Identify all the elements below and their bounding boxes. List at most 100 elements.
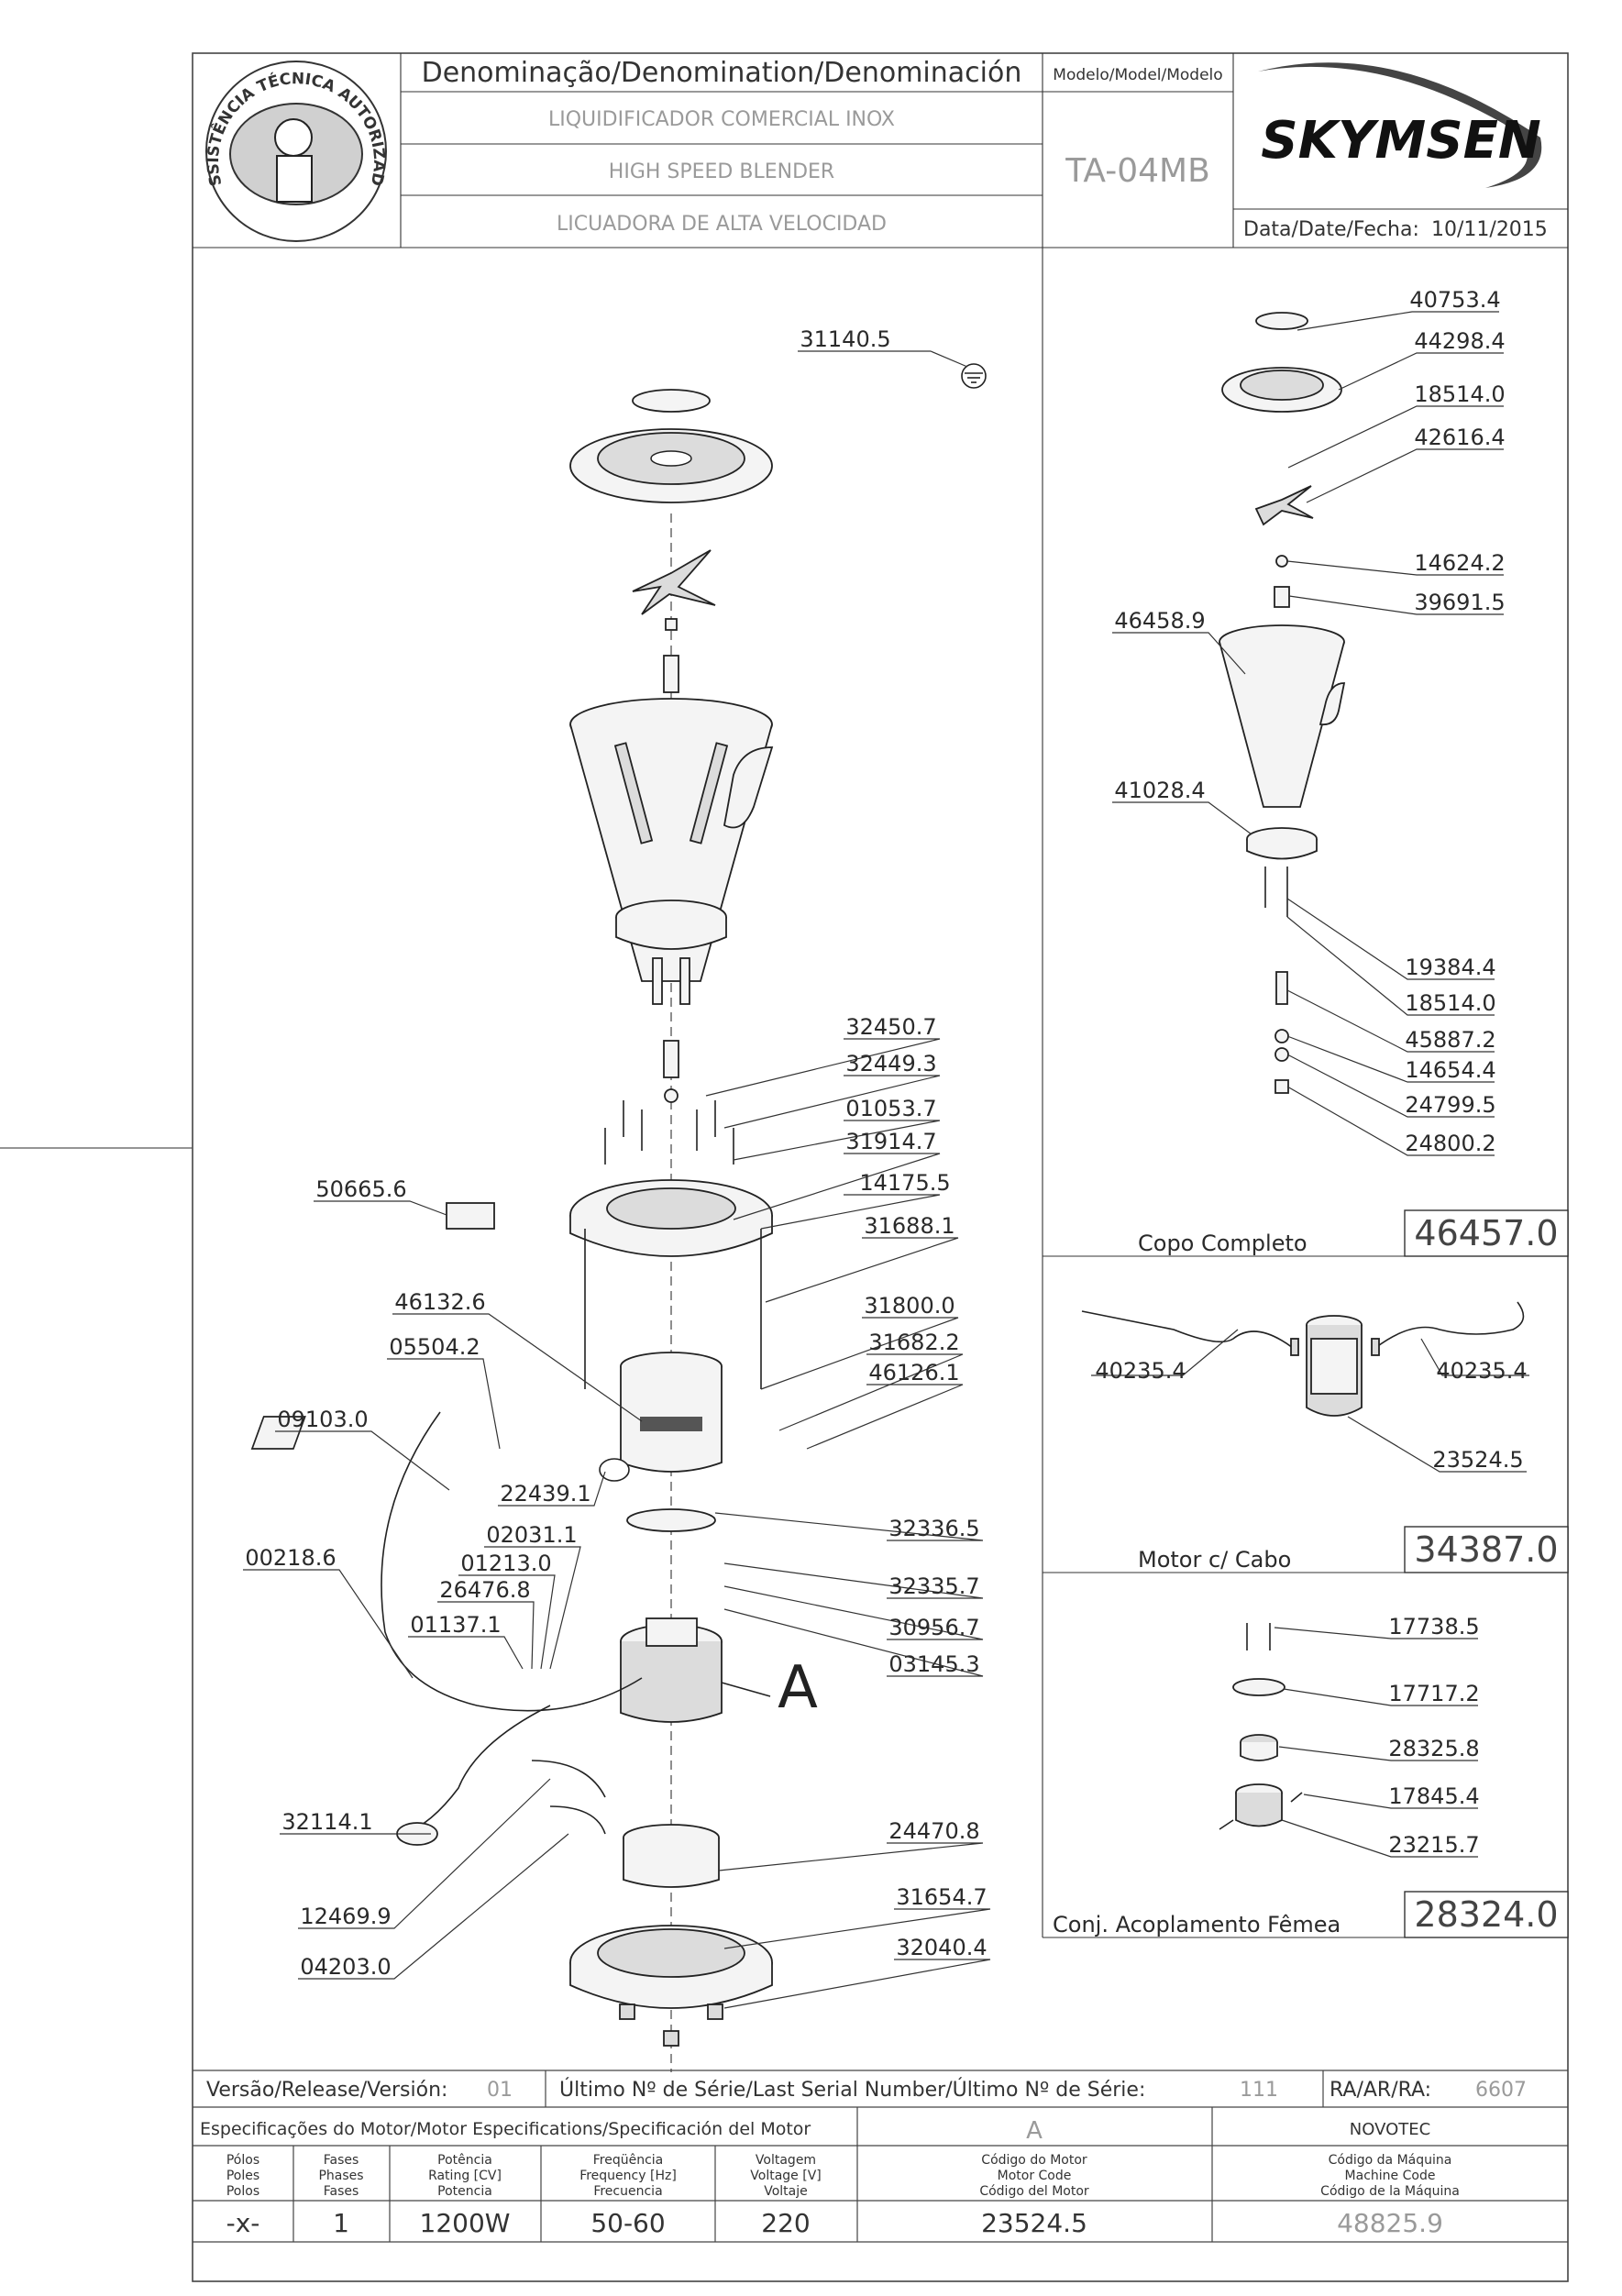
col-header: Voltage [V]: [750, 2169, 821, 2183]
brand-name: SKYMSEN: [1261, 111, 1540, 171]
detail-a-label: A: [778, 1654, 818, 1722]
part-code: 17845.4: [1388, 1783, 1479, 1809]
main-exploded-view: A: [250, 363, 987, 2072]
ra-label: RA/AR/RA:: [1330, 2079, 1431, 2102]
part-code: 32450.7: [845, 1014, 936, 1040]
spec-column-headers: Pólos Poles Polos Fases Phases Fases Pot…: [226, 2153, 1460, 2199]
sheet-border: [192, 52, 1569, 2282]
right-panels: [1042, 248, 1569, 1938]
screws-part: [604, 1100, 734, 1165]
top-plate-part: [569, 1179, 773, 1257]
part-code: 31914.7: [845, 1129, 936, 1154]
product-name-es: LICUADORA DE ALTA VELOCIDAD: [557, 213, 887, 236]
part-code: 02031.1: [486, 1522, 577, 1548]
part-code: 24800.2: [1405, 1131, 1495, 1156]
col-header: Código de la Máquina: [1320, 2184, 1460, 2199]
part-code: 50665.6: [315, 1176, 406, 1202]
col-header: Machine Code: [1345, 2169, 1436, 2183]
part-code: 26476.8: [439, 1577, 530, 1603]
maker-name: NOVOTEC: [1350, 2120, 1430, 2139]
part-code: 24470.8: [888, 1818, 979, 1844]
part-code: 44298.4: [1414, 328, 1505, 354]
technician-body-icon: [276, 155, 313, 203]
part-code: 40753.4: [1409, 287, 1500, 313]
part-code: 32449.3: [845, 1051, 936, 1076]
col-header: Frequency [Hz]: [579, 2169, 677, 2183]
col-header: Código del Motor: [979, 2184, 1089, 2199]
version-value: 01: [487, 2079, 513, 2102]
footer-table-grid: [193, 2070, 1568, 2243]
part-code: 19384.4: [1405, 955, 1495, 980]
part-code: 17717.2: [1388, 1681, 1479, 1706]
col-header: Fases: [324, 2184, 359, 2199]
denomination-label: Denominação/Denomination/Denominación: [422, 57, 1022, 89]
col-header: Polos: [226, 2184, 259, 2199]
part-code: 46126.1: [868, 1360, 959, 1385]
clamp-part: [531, 1760, 606, 1798]
acoplamento-code: 28324.0: [1414, 1894, 1558, 1935]
copo-title: Copo Completo: [1138, 1231, 1308, 1256]
spec-motor-code-value: 23524.5: [981, 2208, 1087, 2238]
authorized-service-seal: ASSISTÊNCIA TÉCNICA AUTORIZADA: [0, 0, 388, 242]
copo-leader-lines: [1112, 311, 1504, 1156]
copo-exploded-view: [1219, 312, 1346, 1094]
spec-voltage-value: 220: [761, 2208, 810, 2238]
serial-value: 111: [1240, 2079, 1278, 2102]
part-code: 46458.9: [1114, 608, 1205, 634]
part-code: 05504.2: [389, 1334, 480, 1360]
col-header: Poles: [226, 2169, 259, 2183]
part-code: 18514.0: [1414, 381, 1505, 407]
spec-frequency-value: 50-60: [590, 2208, 665, 2238]
col-header: Potencia: [437, 2184, 492, 2199]
spec-values: -x- 1 1200W 50-60 220 23524.5 48825.9: [226, 2208, 1443, 2238]
motor-assembly-view: [1081, 1301, 1525, 1417]
part-code: 32040.4: [896, 1935, 987, 1960]
part-code: 46132.6: [394, 1289, 485, 1315]
label-tag-part: [446, 1202, 495, 1230]
part-code: 40235.4: [1095, 1358, 1186, 1384]
coupling-stack-part: [652, 957, 690, 1103]
col-header: Freqüência: [593, 2153, 664, 2168]
ground-symbol-icon: [961, 363, 987, 389]
part-code: 01053.7: [845, 1096, 936, 1121]
spec-phases-value: 1: [333, 2208, 349, 2238]
part-code: 32336.5: [888, 1516, 979, 1541]
part-code: 32114.1: [281, 1809, 372, 1835]
model-value: TA-04MB: [1065, 152, 1210, 190]
model-label: Modelo/Model/Modelo: [1053, 66, 1222, 84]
part-code: 22439.1: [500, 1481, 590, 1507]
fan-ring-part: [623, 1824, 720, 1888]
part-code: 31682.2: [868, 1330, 959, 1355]
motor-leader-lines: [1091, 1329, 1529, 1473]
motor-plate-part: [626, 1508, 716, 1532]
col-header: Potência: [437, 2153, 492, 2168]
col-header: Código do Motor: [981, 2153, 1087, 2168]
detail-a-leader: [721, 1682, 771, 1697]
part-code: 00218.6: [245, 1545, 336, 1571]
part-code: 17738.5: [1388, 1614, 1479, 1639]
spec-rating-value: 1200W: [420, 2208, 511, 2238]
motor-part-labels: 40235.4 40235.4 23524.5: [1095, 1358, 1527, 1473]
col-header: Motor Code: [998, 2169, 1072, 2183]
version-label: Versão/Release/Versión:: [206, 2079, 447, 2102]
part-code: 09103.0: [277, 1407, 368, 1432]
part-code: 14624.2: [1414, 550, 1505, 576]
col-header: Rating [CV]: [428, 2169, 502, 2183]
part-code: 01213.0: [460, 1551, 551, 1576]
part-code: 41028.4: [1114, 778, 1205, 803]
col-header: Voltagem: [756, 2153, 816, 2168]
part-code: 12469.9: [300, 1904, 391, 1929]
main-leader-lines: [243, 350, 991, 2009]
acoplamento-title: Conj. Acoplamento Fêmea: [1053, 1912, 1341, 1937]
coupling-assembly-view: [1219, 1623, 1303, 1830]
part-code: 14654.4: [1405, 1057, 1495, 1083]
product-name-pt: LIQUIDIFICADOR COMERCIAL INOX: [548, 108, 895, 131]
blade-part: [632, 549, 716, 693]
airus-badge: [640, 1417, 702, 1431]
lid-part: [569, 389, 773, 503]
motor-title: Motor c/ Cabo: [1138, 1547, 1291, 1573]
part-code: 30956.7: [888, 1615, 979, 1640]
col-header: Frecuencia: [593, 2184, 662, 2199]
product-name-en: HIGH SPEED BLENDER: [609, 160, 834, 183]
